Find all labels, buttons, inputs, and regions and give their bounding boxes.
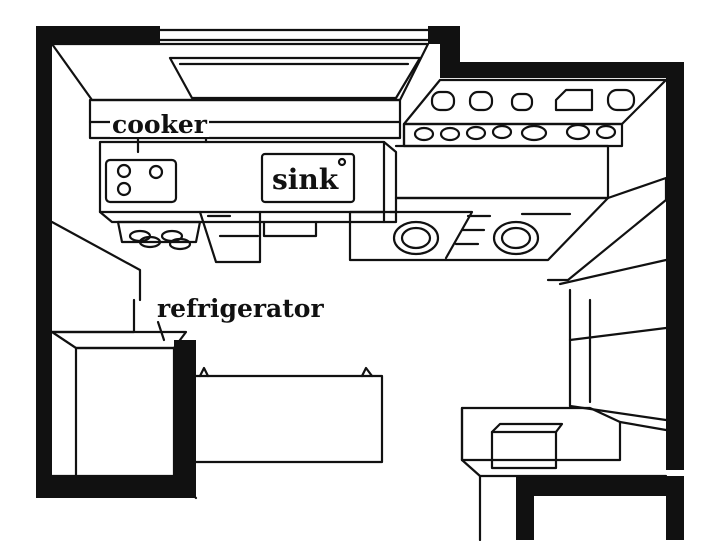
island-table: [192, 366, 384, 464]
window-top: [158, 28, 430, 42]
corner-cabinet: [460, 406, 668, 541]
appliance-counter: [348, 144, 610, 262]
left-wall-panel: [50, 220, 142, 334]
sink-label: sink: [272, 163, 339, 196]
range-hood: [50, 42, 430, 102]
sink-basin: [260, 152, 356, 204]
refrigerator-body: [50, 330, 198, 500]
wall-outline: [36, 26, 684, 540]
cooker-label: cooker: [110, 110, 209, 139]
refrigerator-label: refrigerator: [155, 294, 326, 323]
oven-front: [116, 210, 318, 264]
upper-shelf-right: [402, 78, 668, 148]
refrigerator-pointer: [156, 320, 166, 342]
cooktop: [104, 158, 178, 204]
